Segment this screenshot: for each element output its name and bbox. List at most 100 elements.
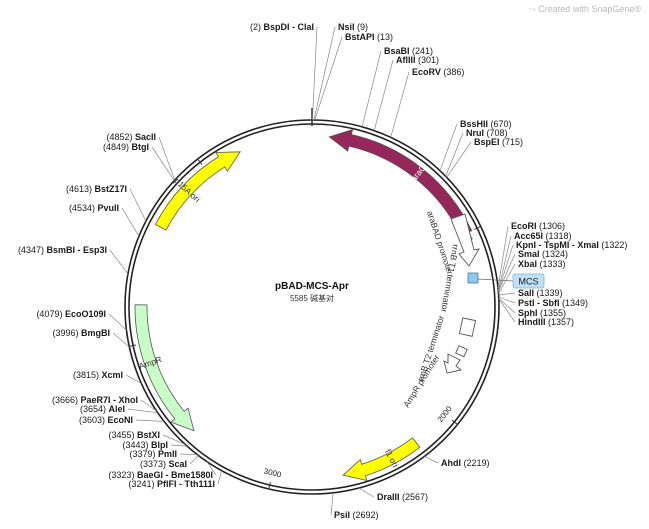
site-label: BssHII (670) xyxy=(460,119,512,129)
site-name: BstAPI xyxy=(345,32,375,42)
site-name: BsaBI xyxy=(384,46,410,56)
site-leader-line xyxy=(189,455,199,465)
site-label: Acc65I (1318) xyxy=(514,231,572,241)
site-leader-line xyxy=(158,136,176,181)
site-name: BmgBI xyxy=(81,328,110,338)
site-label: SalI (1339) xyxy=(518,288,563,298)
site-label: EcoRV (386) xyxy=(412,67,464,77)
site-leader-line xyxy=(206,461,217,476)
site-name: SalI xyxy=(518,288,534,298)
site-leader-line xyxy=(497,225,509,289)
site-name: NsiI xyxy=(338,22,355,32)
site-position: (1324) xyxy=(540,249,569,259)
mcs-callout-line xyxy=(477,278,514,282)
site-leader-line xyxy=(498,244,514,292)
site-label: (4613) BstZ17I xyxy=(66,184,127,194)
site-label: AhdI (2219) xyxy=(441,458,490,468)
mcs-box xyxy=(467,272,479,284)
site-position: (3815) xyxy=(73,370,102,380)
site-name: PstI - SbfI xyxy=(518,298,560,308)
site-name: BstZ17I xyxy=(94,184,127,194)
site-name: SphI xyxy=(518,308,538,318)
snapgene-brand: ⤳ Created with SnapGene® xyxy=(529,4,641,15)
site-name: AleI xyxy=(108,404,125,414)
site-label: (4852) SacII xyxy=(106,132,156,142)
site-position: (9) xyxy=(355,22,369,32)
site-position: (3654) xyxy=(80,404,109,414)
site-leader-line xyxy=(127,408,158,414)
site-leader-line xyxy=(135,419,165,422)
mcs-tag-label: MCS xyxy=(519,277,539,287)
site-leader-line xyxy=(445,132,464,177)
site-label: NruI (708) xyxy=(466,128,508,138)
site-leader-line xyxy=(424,456,439,464)
brand-text: Created with SnapGene® xyxy=(538,4,641,14)
site-name: PvuII xyxy=(97,203,119,213)
site-name: BspDI - ClaI xyxy=(263,22,314,32)
site-name: EcoO109I xyxy=(65,309,106,319)
site-name: SacII xyxy=(135,132,156,142)
site-position: (13) xyxy=(375,32,394,42)
scale-tick xyxy=(451,419,458,425)
site-name: SmaI xyxy=(518,249,540,259)
site-position: (1306) xyxy=(537,221,566,231)
site-label: (3666) PaeR7I - XhoI xyxy=(52,395,138,405)
site-name: HindIII xyxy=(518,317,546,327)
site-position: (3443) xyxy=(122,440,151,450)
site-name: BlpI xyxy=(151,440,168,450)
site-name: BspEI xyxy=(474,137,500,147)
site-name: NruI xyxy=(466,128,484,138)
site-position: (301) xyxy=(416,55,440,65)
site-leader-line xyxy=(217,470,222,485)
site-leader-line xyxy=(498,296,516,304)
site-label: (3241) PflFI - Tth111I xyxy=(128,479,215,489)
site-name: EcoRV xyxy=(412,67,441,77)
site-position: (241) xyxy=(410,46,434,56)
site-leader-line xyxy=(109,249,129,275)
site-leader-line xyxy=(358,487,375,498)
site-leader-line xyxy=(498,292,516,296)
site-position: (3379) xyxy=(129,449,158,459)
feature-p15A-ori-arrow xyxy=(154,151,241,231)
mcs-tag xyxy=(512,273,545,289)
site-label: (3443) BlpI xyxy=(122,440,168,450)
site-position: (4079) xyxy=(36,309,65,319)
site-name: BstXI xyxy=(137,430,160,440)
site-label: (3654) AleI xyxy=(80,404,125,414)
site-leader-line xyxy=(498,263,516,294)
site-leader-line xyxy=(162,434,186,445)
site-position: (3455) xyxy=(108,430,137,440)
site-label: NsiI (9) xyxy=(338,22,368,32)
site-position: (4613) xyxy=(66,184,95,194)
site-position: (1349) xyxy=(560,298,589,308)
site-name: BssHII xyxy=(460,119,488,129)
site-leader-line xyxy=(179,453,198,456)
site-position: (3241) xyxy=(128,479,157,489)
site-name: PsiI xyxy=(334,510,350,520)
feature-AmpR-arrow xyxy=(134,304,195,432)
site-leader-line xyxy=(108,313,127,331)
site-name: PflFI - Tth111I xyxy=(157,479,215,489)
site-leader-line xyxy=(129,188,147,222)
plasmid-length: 5585 碱基对 xyxy=(290,293,334,303)
site-leader-line xyxy=(361,50,382,127)
site-position: (2567) xyxy=(400,492,429,502)
site-position: (1333) xyxy=(537,259,566,269)
site-position: (3996) xyxy=(52,328,81,338)
site-leader-line xyxy=(498,253,516,292)
site-position: (2219) xyxy=(461,458,490,468)
site-leader-line xyxy=(373,59,394,131)
site-label: AflIII (301) xyxy=(396,55,439,65)
site-name: ScaI xyxy=(168,459,187,469)
site-name: EcoRI xyxy=(511,221,537,231)
site-name: KpnI - TspMI - XmaI xyxy=(516,240,599,250)
site-name: AflIII xyxy=(396,55,416,65)
site-name: Acc65I xyxy=(514,231,543,241)
site-position: (4849) xyxy=(103,142,132,152)
site-label: BspEI (715) xyxy=(474,137,523,147)
site-position: (1322) xyxy=(599,240,628,250)
site-position: (4534) xyxy=(69,203,98,213)
